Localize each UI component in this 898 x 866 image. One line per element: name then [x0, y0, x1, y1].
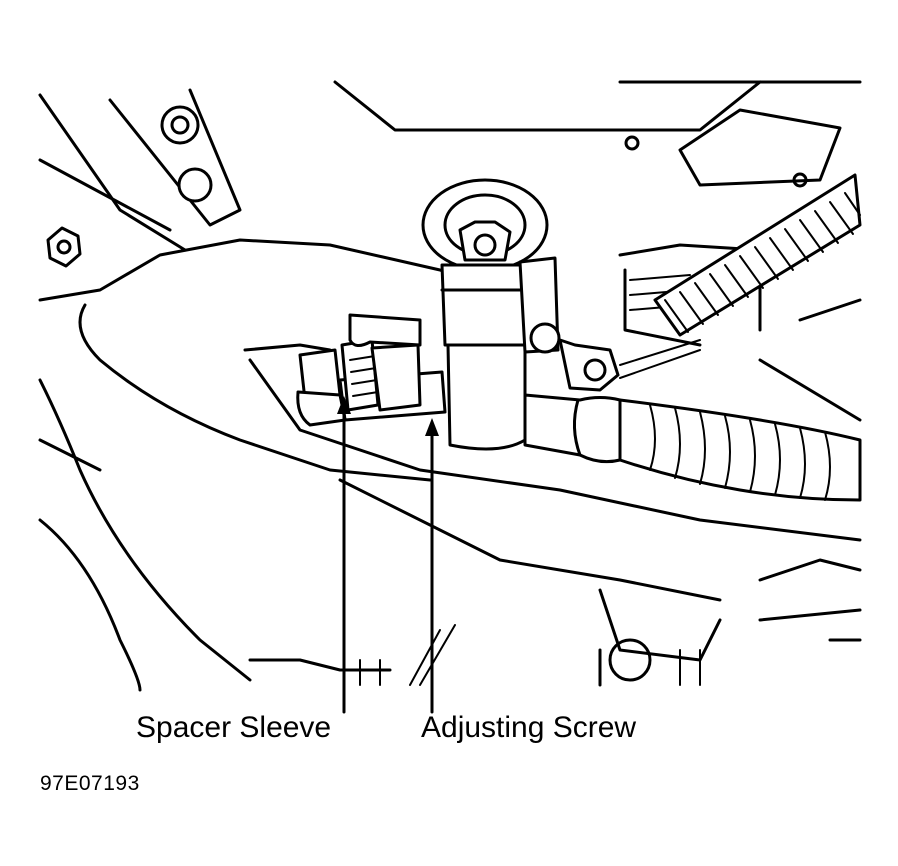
spacer-sleeve-arrowhead: [337, 396, 351, 414]
engine-bay-background: [38, 80, 862, 692]
upper-hose: [653, 173, 862, 337]
figure-id: 97E07193: [40, 772, 140, 795]
spacer-sleeve-label: Spacer Sleeve: [136, 711, 332, 744]
clutch-cylinder: [296, 178, 701, 464]
adjusting-screw-label: Adjusting Screw: [421, 711, 637, 744]
lower-hose: [618, 398, 862, 502]
callout-leaders: [337, 396, 439, 714]
adjusting-screw-arrowhead: [425, 418, 439, 436]
